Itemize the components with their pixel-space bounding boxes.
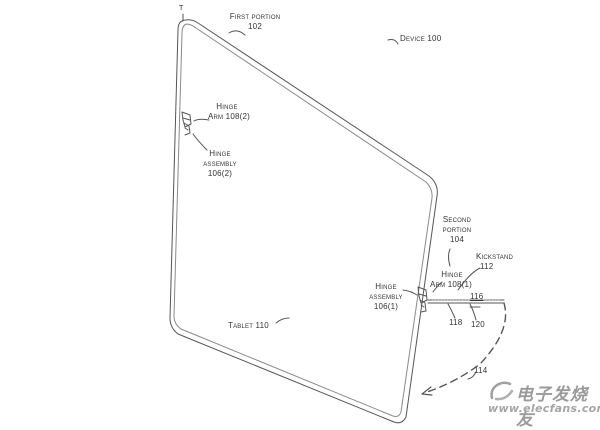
hinge-arm-1-label-line1: Hinge bbox=[441, 270, 463, 279]
leader-114 bbox=[467, 371, 477, 380]
first-portion-label: First portion bbox=[229, 12, 281, 21]
leader-120 bbox=[469, 303, 477, 321]
kickstand-swing-arc bbox=[423, 302, 507, 394]
ref-118-label: 118 bbox=[449, 318, 463, 327]
leader-first-portion bbox=[228, 30, 246, 36]
first-portion-ref: 102 bbox=[248, 22, 262, 31]
ref-120-label: 120 bbox=[471, 320, 485, 329]
hinge-assembly-2-label-line1: Hinge bbox=[209, 149, 231, 158]
leader-hinge-arm-2 bbox=[193, 118, 210, 122]
kickstand-label-line1: Kickstand bbox=[476, 252, 514, 261]
hinge-assembly-2-label-line2: assembly bbox=[203, 159, 237, 168]
leader-kickstand bbox=[457, 267, 481, 291]
elecfans-watermark: 电子发烧友 www.elecfans.com bbox=[486, 380, 600, 430]
hinge-assembly-1-drawing bbox=[417, 286, 428, 313]
device-label: Device 100 bbox=[400, 34, 442, 43]
leader-hinge-assembly-2 bbox=[192, 133, 208, 151]
hinge-assembly-1-label-line2: assembly bbox=[369, 292, 403, 301]
hinge-assembly-1-label-line1: Hinge bbox=[375, 282, 397, 291]
second-portion-label-line1: Second bbox=[442, 215, 472, 224]
second-portion-label-line3: 104 bbox=[450, 235, 464, 244]
ref-116-label: 116 bbox=[470, 292, 484, 301]
tablet-inner-outline bbox=[173, 23, 433, 417]
leader-device bbox=[387, 39, 399, 45]
hinge-arm-1-label-line2: Arm 108(1) bbox=[430, 280, 473, 289]
leader-hinge-assembly-1 bbox=[402, 289, 418, 296]
hinge-assembly-2-label-line3: 106(2) bbox=[207, 169, 233, 178]
leader-118 bbox=[447, 303, 456, 319]
hinge-arm-2-label-line2: Arm 108(2) bbox=[207, 112, 250, 121]
leader-hinge-arm-1 bbox=[432, 281, 443, 293]
hinge-assembly-2-drawing bbox=[181, 111, 192, 136]
leader-tablet bbox=[275, 317, 290, 324]
tablet-outer-outline bbox=[169, 19, 438, 424]
second-portion-label-line2: portion bbox=[442, 225, 472, 234]
hinge-arm-2-label-line1: Hinge bbox=[216, 102, 238, 111]
watermark-url-text: www.elecfans.com bbox=[488, 402, 600, 415]
swing-arc-arrowhead bbox=[421, 386, 433, 396]
ref-114-label: 114 bbox=[474, 366, 488, 375]
watermark-cn-text: 电子发烧友 bbox=[516, 385, 588, 430]
tablet-label: Tablet 110 bbox=[228, 321, 269, 330]
kickstand-label-line2: 112 bbox=[480, 262, 494, 271]
watermark-logo-icon bbox=[490, 381, 514, 401]
t-mark-label: T bbox=[179, 5, 184, 12]
leader-second-portion bbox=[448, 248, 451, 267]
hinge-assembly-1-label-line3: 106(1) bbox=[373, 302, 399, 311]
